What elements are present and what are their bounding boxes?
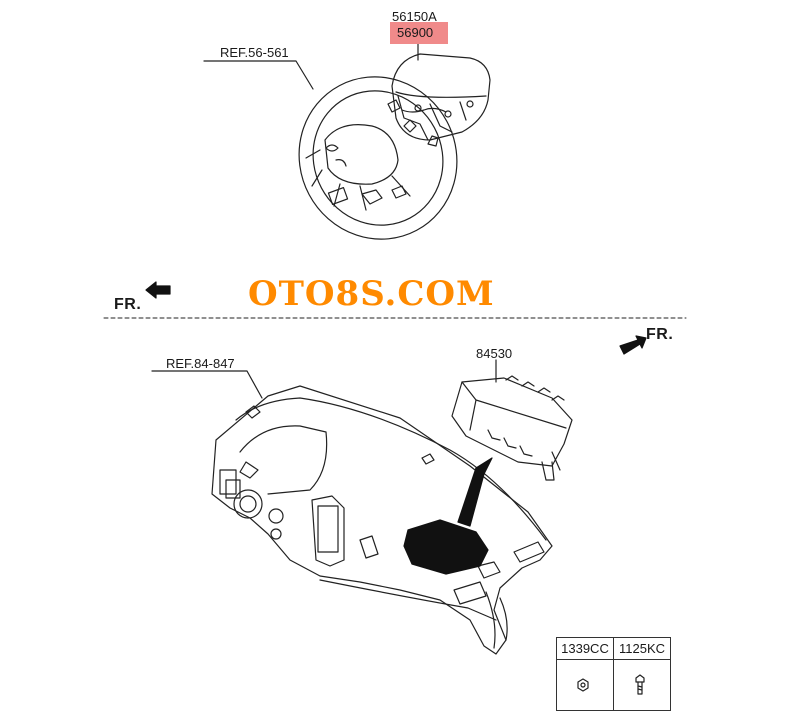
dash-ref-label: REF.84-847 bbox=[166, 356, 235, 371]
fr-label-right: FR. bbox=[646, 326, 674, 343]
airbag-highlight-number: 56900 bbox=[397, 25, 434, 40]
parts-table-cell-nut bbox=[556, 659, 614, 711]
steering-wheel bbox=[298, 76, 458, 240]
highlight-box bbox=[390, 22, 448, 44]
fr-label-top: FR. bbox=[114, 296, 142, 313]
parts-table-cell-bolt bbox=[613, 659, 671, 711]
watermark: OTO8S.COM bbox=[248, 274, 495, 314]
passenger-airbag-number: 84530 bbox=[476, 346, 513, 361]
leader-steering-ref bbox=[203, 60, 314, 90]
crash-pad-assembly bbox=[211, 385, 553, 655]
fr-arrow-top-icon bbox=[145, 281, 171, 299]
airbag-part-number: 56150A bbox=[392, 9, 437, 24]
passenger-airbag-location bbox=[403, 519, 489, 575]
parts-table: 1339CC 1125KC bbox=[556, 637, 671, 711]
leader-dash-ref bbox=[151, 370, 263, 399]
parts-table-header-2: 1125KC bbox=[613, 637, 671, 660]
steering-ref-label: REF.56-561 bbox=[220, 45, 289, 60]
driver-airbag-module bbox=[387, 53, 491, 147]
airbag-pointer-arrow bbox=[457, 457, 493, 527]
passenger-airbag-module bbox=[451, 375, 573, 481]
fr-arrow-right-icon bbox=[619, 335, 647, 355]
parts-table-header-1: 1339CC bbox=[556, 637, 614, 660]
